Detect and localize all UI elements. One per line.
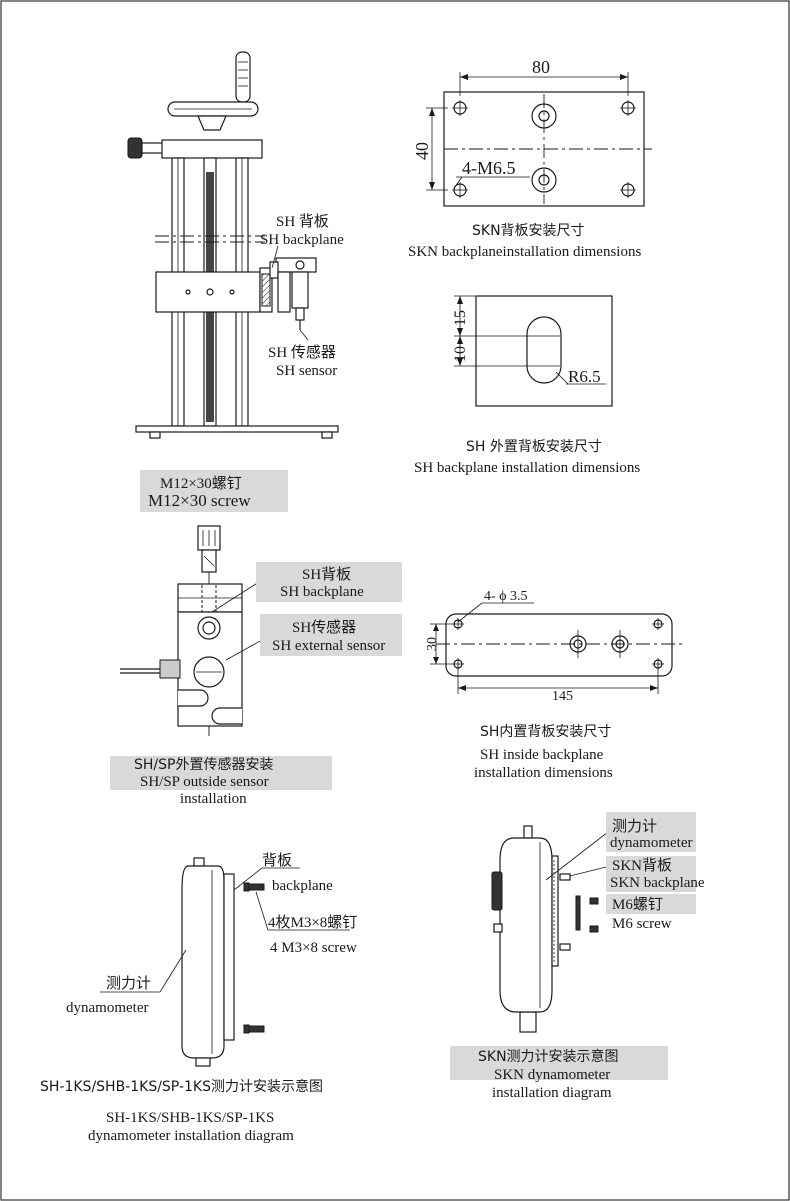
ext-sensor-label-en: SH external sensor (272, 638, 385, 654)
sh1ks-screw-top (247, 883, 265, 891)
sh1ks-dyn-label-zh: 测力计 (106, 975, 151, 992)
skn-backplane (551, 855, 559, 967)
sh-outer-dim-10: 10 (452, 346, 469, 362)
skn-dynamometer-knob (491, 871, 503, 911)
skn-backplane-label-zh: SKN背板 (612, 856, 672, 874)
skn-m6-screw-bottom (589, 925, 599, 933)
sh1ks-title-en-2: dynamometer installation diagram (88, 1128, 294, 1144)
sh1ks-screw-label-zh: 4枚M3×8螺钉 (268, 914, 357, 931)
outside-backplane-label-box (256, 562, 402, 602)
sensor-cable-gland (159, 659, 181, 679)
sh1ks-screw-bottom (247, 1025, 265, 1033)
screw-label-zh: M12×30螺钉 (160, 475, 242, 492)
skn-dyn-label-box (606, 812, 696, 852)
outside-sensor-title-box (110, 756, 332, 790)
stand-backplane-label-zh: SH 背板 (276, 212, 329, 230)
inside-title-zh: SH内置背板安装尺寸 (480, 724, 611, 740)
stand-top-bracket (161, 139, 263, 159)
inside-dim-width: 145 (552, 689, 573, 704)
outside-sensor-title-en-2: installation (180, 791, 247, 807)
outside-sensor-title-en-1: SH/SP outside sensor (140, 774, 269, 790)
sh-outer-plate-outline (475, 295, 613, 407)
outside-sensor-title-zh: SH/SP外置传感器安装 (134, 756, 273, 773)
skn-m6-screw-top (589, 897, 599, 905)
stand-sensor-label-zh: SH 传感器 (268, 344, 336, 361)
outside-sensor-drawing (120, 525, 263, 740)
sh1ks-install-drawing (100, 857, 350, 1067)
inside-dim-height: 30 (425, 637, 440, 651)
stand-base (135, 425, 339, 433)
stand-lock-knob (127, 137, 143, 159)
sh1ks-backplane-label-en: backplane (272, 878, 333, 894)
screw-label-en: M12×30 screw (148, 491, 251, 510)
skn-backplane-drawing (426, 72, 652, 207)
skn-screw-label-box (606, 894, 696, 914)
sh-outer-backplane-drawing (454, 295, 613, 407)
ext-sensor-label-box (260, 614, 402, 656)
inside-title-en-2: installation dimensions (474, 765, 613, 781)
skn-dynamometer-body (499, 837, 553, 1013)
outside-backplane-label-en: SH backplane (280, 584, 364, 600)
sh1ks-backplane-label-zh: 背板 (262, 851, 292, 869)
skn-backplane-label-en: SKN backplane (610, 875, 705, 891)
sh1ks-title-en-1: SH-1KS/SHB-1KS/SP-1KS (106, 1110, 274, 1126)
skn-backplane-label-box (606, 856, 696, 892)
stand-crank-handle (235, 51, 251, 103)
ext-sensor-label-zh: SH传感器 (292, 619, 356, 636)
skn-install-title-en-1: SKN dynamometer (494, 1067, 610, 1083)
skn-dim-height: 40 (412, 142, 432, 160)
outside-sensor-body (177, 611, 243, 727)
sh-outer-title-zh: SH 外置背板安装尺寸 (466, 439, 602, 455)
inside-plate-outline (445, 613, 673, 677)
skn-dyn-label-zh: 测力计 (612, 818, 657, 835)
sh-outer-slot (526, 316, 562, 384)
skn-dims-title-en: SKN backplaneinstallation dimensions (408, 244, 641, 260)
sh-outer-radius: R6.5 (568, 367, 601, 386)
sh-test-stand (127, 51, 339, 439)
screw-label-box (140, 470, 288, 512)
sh-inside-backplane-drawing (430, 602, 682, 694)
skn-dim-width: 80 (532, 57, 550, 77)
sh1ks-backplane (223, 873, 235, 1041)
sh1ks-screw-label-en: 4 M3×8 screw (270, 940, 357, 956)
sh-outer-dim-15: 15 (452, 310, 469, 326)
stand-sensor-body (291, 271, 309, 309)
skn-dyn-label-en: dynamometer (610, 835, 692, 851)
skn-install-title-box (450, 1046, 668, 1080)
stand-sensor-label-en: SH sensor (276, 363, 337, 379)
sh1ks-dynamometer-body (181, 865, 225, 1059)
skn-install-drawing (491, 825, 611, 1033)
inside-title-en-1: SH inside backplane (480, 747, 604, 763)
skn-hole-spec: 4-M6.5 (462, 158, 516, 178)
stand-backplane-label-en: SH backplane (260, 232, 344, 248)
skn-dims-title-zh: SKN背板安装尺寸 (472, 223, 585, 239)
skn-install-title-en-2: installation diagram (492, 1085, 612, 1101)
stand-carriage (155, 271, 261, 313)
outside-backplane-label-zh: SH背板 (302, 565, 351, 583)
skn-bracket (575, 895, 581, 931)
skn-screw-label-zh: M6螺钉 (612, 896, 663, 913)
sh-outer-title-en: SH backplane installation dimensions (414, 460, 640, 476)
sh1ks-title-zh: SH-1KS/SHB-1KS/SP-1KS测力计安装示意图 (40, 1078, 323, 1095)
skn-install-title-zh: SKN测力计安装示意图 (478, 1048, 619, 1065)
inside-hole-spec: 4- ϕ 3.5 (484, 589, 528, 604)
sh1ks-dyn-label-en: dynamometer (66, 1000, 148, 1016)
skn-screw-label-en: M6 screw (612, 916, 672, 932)
